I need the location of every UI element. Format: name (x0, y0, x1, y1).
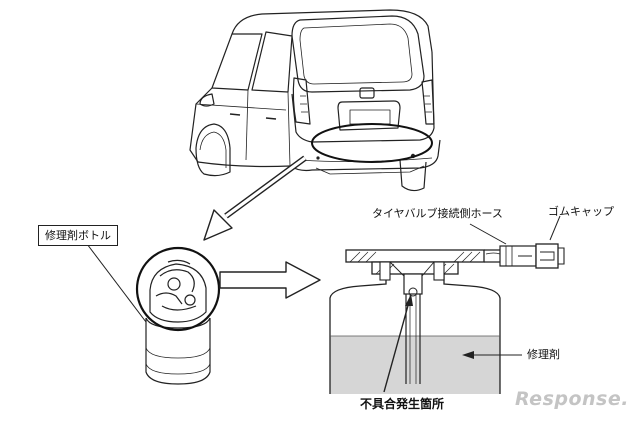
hose-label-leader (469, 223, 507, 245)
bottle-cap-highlight-circle (135, 246, 221, 332)
car-location-ellipse (311, 123, 433, 163)
tire-valve-hose-label: タイヤバルブ接続側ホース (372, 207, 503, 220)
repair-agent-label: 修理剤 (527, 348, 560, 361)
car-rear-illustration (189, 9, 441, 192)
response-watermark: Response. (515, 388, 629, 410)
arrow-bottle-to-section (219, 261, 321, 299)
bottle-cross-section (329, 243, 565, 394)
repair-bottle-illustration (145, 259, 211, 385)
cap-label-leader (549, 215, 561, 241)
rubber-cap-label: ゴムキャップ (548, 205, 614, 218)
repair-bottle-label: 修理剤ボトル (38, 225, 118, 246)
bottle-label-leader (83, 239, 147, 323)
repair-agent-fluid (330, 336, 500, 394)
defect-pointer (383, 294, 413, 393)
defect-location-label: 不具合発生箇所 (360, 397, 445, 411)
arrow-car-to-bottle (203, 155, 307, 241)
repair-agent-pointer (462, 351, 522, 359)
